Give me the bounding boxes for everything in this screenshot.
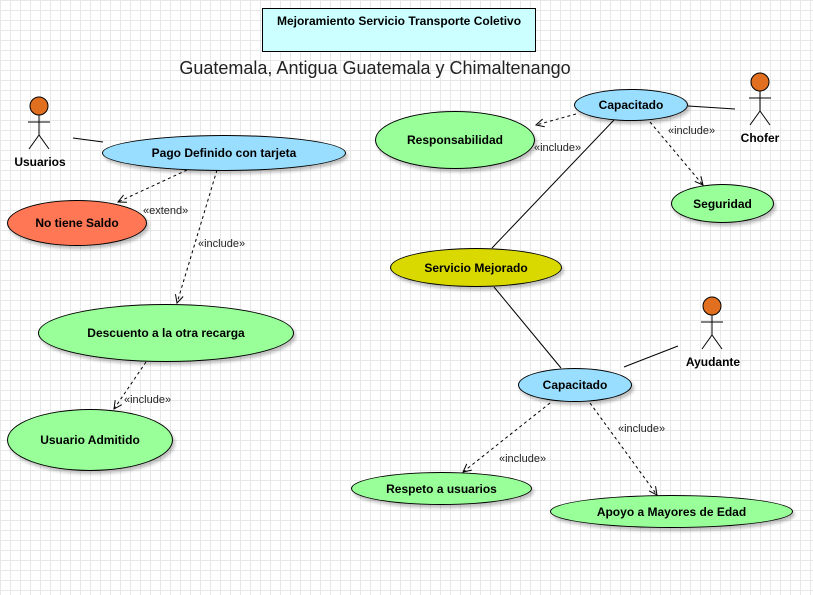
include-arrow-respeto — [463, 402, 551, 472]
usecase-capacitado-chofer[interactable]: Capacitado — [574, 89, 688, 121]
include-arrow-apoyo — [589, 402, 657, 495]
include-label-admitido: «include» — [124, 394, 172, 406]
usecase-apoyo-mayores[interactable]: Apoyo a Mayores de Edad — [550, 495, 793, 528]
diagram-subtitle: Guatemala, Antigua Guatemala y Chimalten… — [179, 58, 571, 78]
diagram-title: Mejoramiento Servicio Transporte Coletiv… — [262, 8, 536, 52]
actor-chofer-figure — [749, 72, 771, 126]
usecase-responsabilidad[interactable]: Responsabilidad — [375, 111, 535, 169]
assoc-ayudante-capacitado — [623, 345, 679, 368]
usecase-respeto-usuarios[interactable]: Respeto a usuarios — [351, 472, 532, 505]
usecase-pago-definido[interactable]: Pago Definido con tarjeta — [102, 135, 346, 171]
include-label-respeto: «include» — [499, 453, 547, 465]
extend-arrow — [118, 169, 188, 202]
include-label-descuento: «include» — [198, 238, 246, 250]
assoc-chofer-capacitado — [687, 105, 736, 110]
extend-label: «extend» — [143, 205, 189, 217]
include-label-responsabilidad: «include» — [534, 142, 582, 154]
actor-usuarios-figure — [28, 96, 50, 150]
include-arrow-responsabilidad — [536, 113, 577, 125]
usecase-servicio-mejorado[interactable]: Servicio Mejorado — [390, 248, 562, 287]
include-arrow-seguridad — [649, 121, 703, 185]
actor-chofer-label: Chofer — [740, 131, 780, 145]
include-arrow-descuento — [177, 169, 218, 303]
usecase-capacitado-ayudante[interactable]: Capacitado — [518, 368, 632, 402]
assoc-capacitado-servicio — [491, 119, 615, 249]
assoc-servicio-capacitado2 — [493, 286, 562, 369]
actor-ayudante-label: Ayudante — [685, 355, 741, 369]
usecase-no-tiene-saldo[interactable]: No tiene Saldo — [7, 200, 147, 246]
assoc-usuarios-pago — [72, 137, 104, 143]
usecase-descuento[interactable]: Descuento a la otra recarga — [38, 304, 294, 362]
usecase-usuario-admitido[interactable]: Usuario Admitido — [7, 409, 173, 471]
usecase-seguridad[interactable]: Seguridad — [671, 184, 774, 223]
actor-ayudante-figure — [701, 296, 723, 350]
include-label-seguridad: «include» — [668, 125, 716, 137]
include-label-apoyo: «include» — [618, 423, 666, 435]
actor-usuarios-label: Usuarios — [14, 155, 66, 169]
